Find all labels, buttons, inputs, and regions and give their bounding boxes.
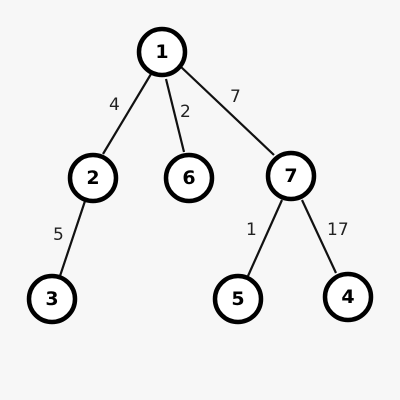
edge-weight-1-7: 7: [230, 87, 241, 107]
edge-1-6: [164, 78, 186, 153]
node-5-label: 5: [231, 288, 244, 310]
edge-7-4: [301, 199, 337, 274]
tree-node: 7: [265, 150, 317, 202]
edge-7-5: [246, 199, 284, 277]
node-2-circle: [67, 152, 119, 204]
edge-weight-2-3: 5: [53, 225, 64, 245]
node-3-circle: [26, 273, 78, 325]
edge-labels: 4 2 7 5 1 17: [53, 87, 349, 245]
node-7-circle: [265, 150, 317, 202]
tree-node: 2: [67, 152, 119, 204]
node-1-circle: [136, 26, 188, 78]
node-2-label: 2: [86, 167, 99, 189]
edge-weight-7-4: 17: [327, 220, 349, 240]
node-7-label: 7: [284, 165, 297, 187]
edge-1-2: [102, 73, 152, 155]
node-1-label: 1: [155, 41, 168, 63]
tree-node: 4: [322, 271, 374, 323]
tree-node: 6: [163, 152, 215, 204]
node-6-circle: [163, 152, 215, 204]
node-6-label: 6: [182, 167, 195, 189]
node-4-label: 4: [341, 286, 354, 308]
edges: [58, 65, 337, 277]
node-5-circle: [212, 273, 264, 325]
edge-1-7: [179, 65, 275, 156]
node-4-circle: [322, 271, 374, 323]
node-3-label: 3: [45, 288, 58, 310]
edge-weight-1-2: 4: [109, 95, 120, 115]
tree-node: 1: [136, 26, 188, 78]
nodes: 1 2 6 7 3 5 4: [26, 26, 374, 325]
tree-node: 3: [26, 273, 78, 325]
tree-node: 5: [212, 273, 264, 325]
edge-2-3: [58, 200, 87, 277]
edge-weight-1-6: 2: [180, 102, 191, 122]
edge-weight-7-5: 1: [246, 220, 257, 240]
